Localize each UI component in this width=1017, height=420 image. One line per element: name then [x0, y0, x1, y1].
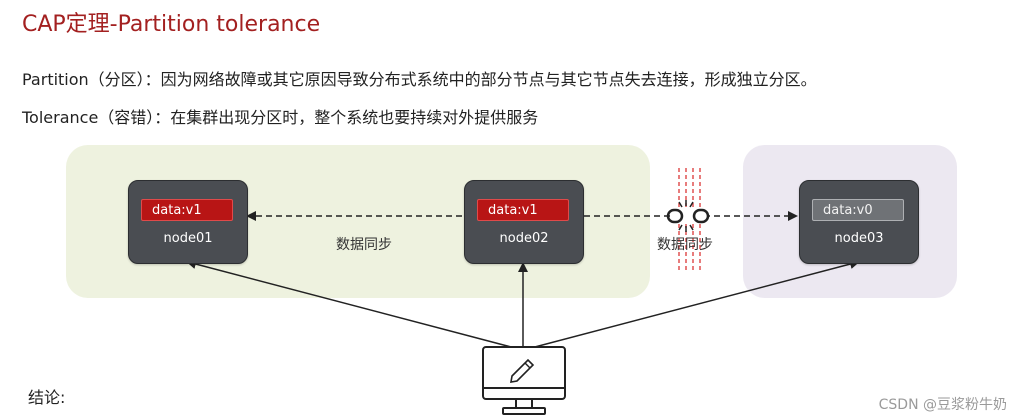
- node03-label: node03: [834, 231, 884, 246]
- client-arrow-node01: [186, 259, 516, 349]
- partition-definition: Partition（分区）：因为网络故障或其它原因导致分布式系统中的部分节点与其…: [22, 70, 817, 89]
- node03-data-value: data:v0: [812, 199, 904, 221]
- sync-label-node01: 数据同步: [336, 237, 392, 253]
- watermark: CSDN @豆浆粉牛奶: [878, 397, 1007, 413]
- node02-data-value: data:v1: [477, 199, 569, 221]
- node01-label: node01: [163, 231, 213, 246]
- node02-label: node02: [499, 231, 549, 246]
- node01-data-value: data:v1: [141, 199, 233, 221]
- conclusion-label: 结论:: [28, 388, 66, 407]
- tolerance-definition: Tolerance（容错）：在集群出现分区时，整个系统也要持续对外提供服务: [22, 108, 539, 127]
- broken-chain-icon: [666, 200, 710, 232]
- sync-label-node03: 数据同步: [657, 237, 713, 253]
- client-arrow-node03: [530, 259, 860, 349]
- node02-server: data:v1 node02: [464, 180, 584, 264]
- node01-server: data:v1 node01: [128, 180, 248, 264]
- node03-server: data:v0 node03: [799, 180, 919, 264]
- computer-monitor-icon: [482, 346, 566, 415]
- slide-title: CAP定理-Partition tolerance: [22, 12, 321, 37]
